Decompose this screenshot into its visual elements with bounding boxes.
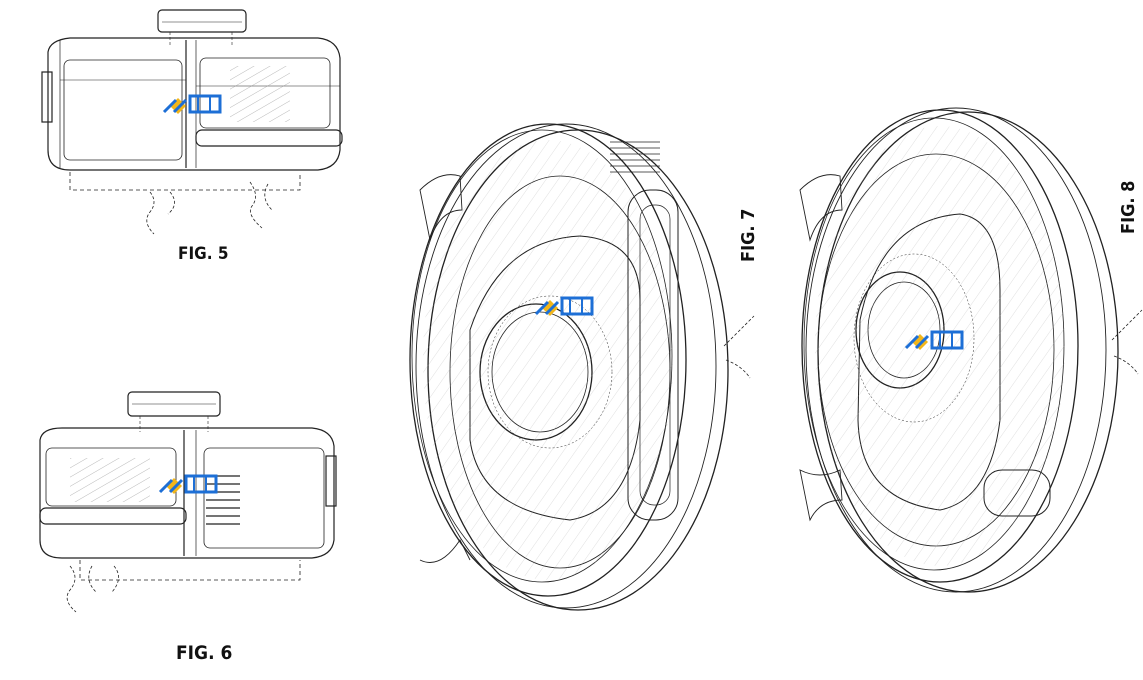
fig8-label: FIG. 8 <box>1118 180 1139 234</box>
fig7-label: FIG. 7 <box>738 208 759 262</box>
fig5-label: FIG. 5 <box>178 244 229 264</box>
fig5-drawing <box>41 9 343 235</box>
fig6-label: FIG. 6 <box>176 642 233 664</box>
fig8-drawing <box>799 107 1143 593</box>
patent-logo <box>158 94 964 494</box>
fig6-drawing <box>39 391 337 613</box>
fig7-drawing <box>409 123 755 611</box>
